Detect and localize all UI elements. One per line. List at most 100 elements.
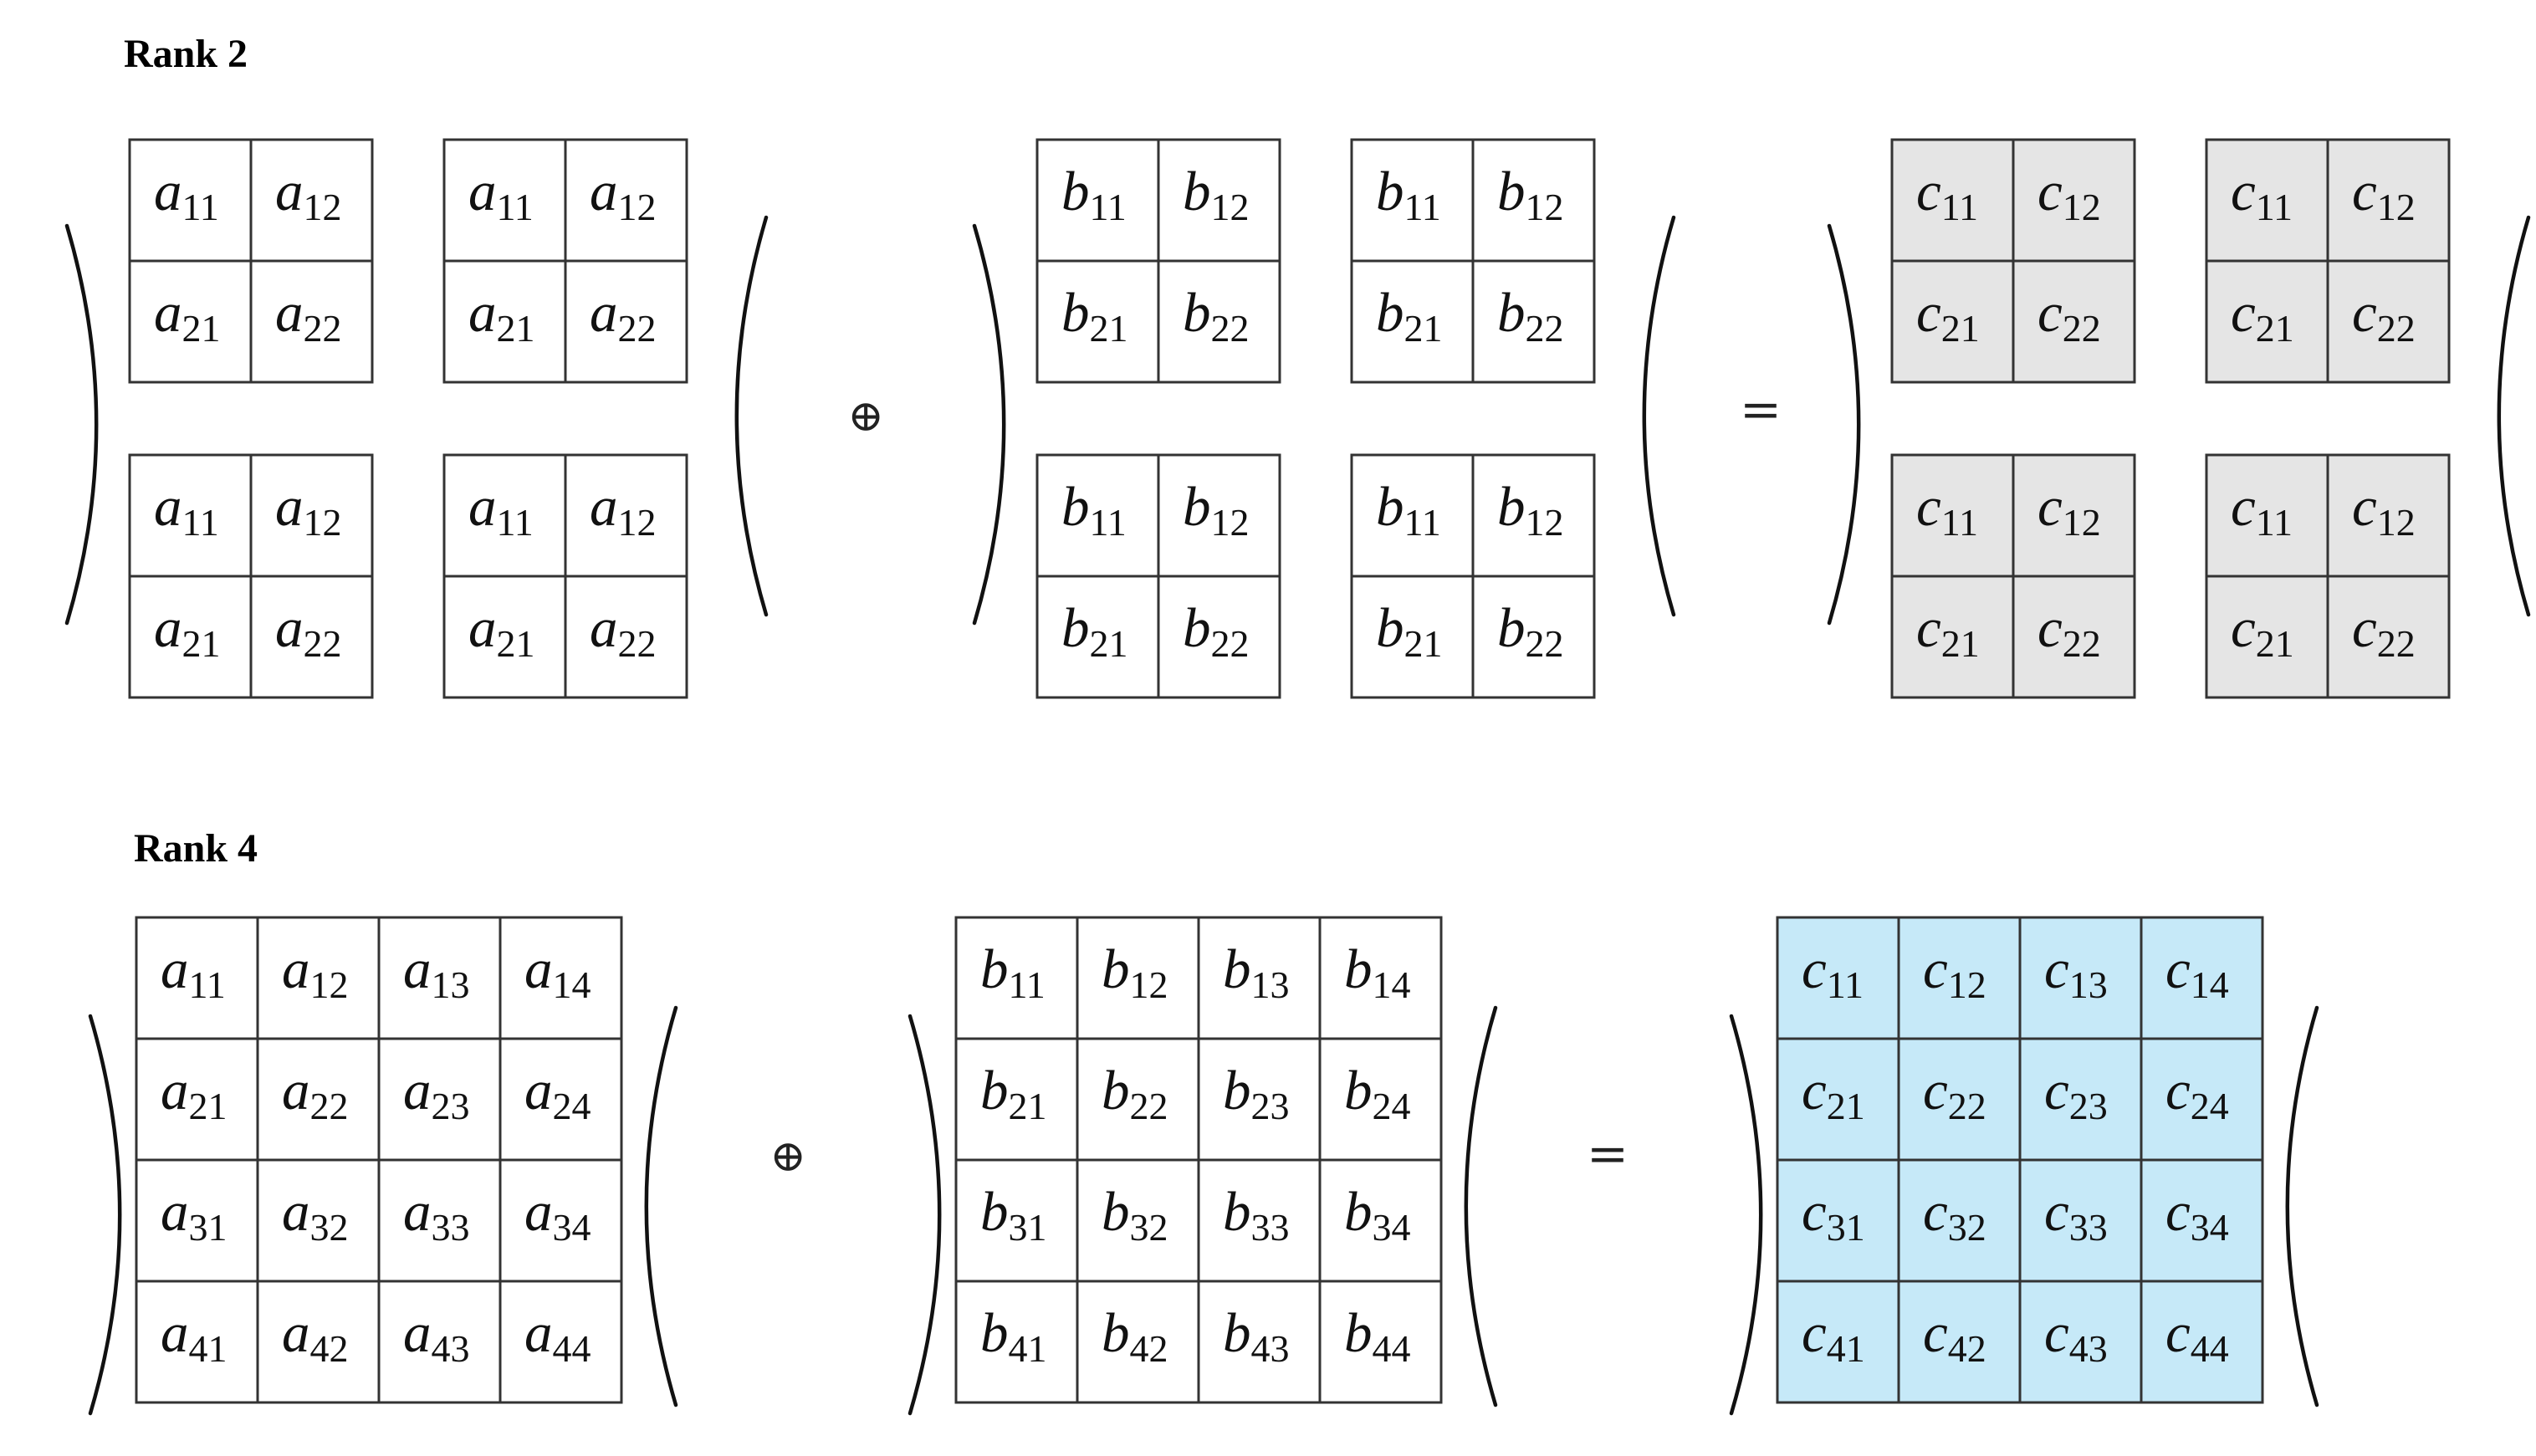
matrix-cell	[135, 1280, 259, 1404]
matrix-cell	[499, 1158, 623, 1283]
matrix-cell	[128, 575, 253, 699]
rank4-equals-symbol: =	[1587, 1125, 1628, 1183]
matrix-cell	[2140, 1280, 2264, 1404]
matrix-cell	[1350, 259, 1475, 384]
matrix-cell	[2205, 575, 2329, 699]
matrix-cell	[2012, 453, 2136, 578]
rank2-heading: Rank 2	[124, 32, 248, 76]
matrix-cell	[128, 138, 253, 263]
matrix-cell	[442, 453, 567, 578]
matrix-cell	[1890, 575, 2015, 699]
matrix-cell	[256, 1280, 381, 1404]
matrix-cell	[1035, 259, 1160, 384]
cell-label: a32	[282, 1181, 349, 1249]
matrix-cell	[1197, 1280, 1322, 1404]
matrix-cell	[1076, 916, 1200, 1040]
rank4-c-right-paren	[2285, 1005, 2319, 1407]
matrix-cell	[249, 575, 374, 699]
matrix-cell	[1350, 575, 1475, 699]
rank4-a-right-paren	[644, 1005, 678, 1407]
matrix-cell	[1197, 1158, 1322, 1283]
matrix-cell	[2326, 575, 2451, 699]
matrix-cell	[564, 259, 688, 384]
matrix-cell	[564, 575, 688, 699]
matrix-cell	[249, 259, 374, 384]
matrix-cell	[442, 259, 567, 384]
rank2-c-left-paren	[1827, 223, 1861, 626]
matrix-cell	[1471, 259, 1596, 384]
cell-label: b21	[1061, 597, 1128, 665]
rank2-c-right-paren	[2497, 215, 2531, 617]
matrix-cell	[249, 453, 374, 578]
matrix-cell	[499, 1280, 623, 1404]
rank4-oplus-symbol: ⊕	[769, 1132, 806, 1182]
matrix-cell	[2205, 259, 2329, 384]
matrix-cell	[2205, 453, 2329, 578]
matrix-cell	[1035, 453, 1160, 578]
rank4-a-left-paren	[88, 1014, 122, 1416]
matrix-cell	[2205, 138, 2329, 263]
matrix-cell	[135, 1158, 259, 1283]
matrix-cell	[1897, 916, 2022, 1040]
matrix-cell	[1076, 1280, 1200, 1404]
matrix-cell	[256, 916, 381, 1040]
matrix-cell	[1157, 259, 1281, 384]
matrix-cell	[377, 1037, 502, 1162]
rank2-a-left-paren	[64, 223, 99, 626]
matrix-cell	[1076, 1158, 1200, 1283]
matrix-cell	[128, 259, 253, 384]
rank2-equals-symbol: =	[1740, 381, 1782, 439]
matrix-cell	[128, 453, 253, 578]
matrix-cell	[1318, 1280, 1443, 1404]
rank4-heading: Rank 4	[134, 826, 258, 871]
matrix-cell	[2140, 1158, 2264, 1283]
matrix-cell	[2012, 138, 2136, 263]
cell-label: c31	[1802, 1181, 1865, 1249]
matrix-cell	[256, 1158, 381, 1283]
cell-label: a21	[161, 1060, 228, 1127]
rank2-b-left-paren	[972, 223, 1006, 626]
rank2-b-right-paren	[1642, 215, 1676, 617]
matrix-cell	[1157, 453, 1281, 578]
matrix-cell	[564, 138, 688, 263]
matrix-cell	[2326, 138, 2451, 263]
matrix-cell	[1157, 138, 1281, 263]
matrix-cell	[1897, 1037, 2022, 1162]
matrix-cell	[499, 1037, 623, 1162]
cell-label: c11	[1802, 938, 1864, 1006]
matrix-cell	[249, 138, 374, 263]
matrix-cell	[256, 1037, 381, 1162]
matrix-cell	[2018, 916, 2143, 1040]
cell-label: b41	[980, 1302, 1047, 1370]
matrix-cell	[1471, 138, 1596, 263]
matrix-cell	[1471, 453, 1596, 578]
matrix-cell	[1035, 138, 1160, 263]
matrix-cell	[1897, 1158, 2022, 1283]
matrix-cell	[2012, 575, 2136, 699]
matrix-cell	[1471, 575, 1596, 699]
matrix-cell	[499, 916, 623, 1040]
matrix-cell	[2326, 259, 2451, 384]
matrix-cell	[2140, 1037, 2264, 1162]
matrix-cell	[1350, 138, 1475, 263]
matrix-cell	[1776, 1280, 1900, 1404]
rank4-b-right-paren	[1464, 1005, 1498, 1407]
matrix-cell	[1318, 916, 1443, 1040]
matrix-cell	[442, 575, 567, 699]
